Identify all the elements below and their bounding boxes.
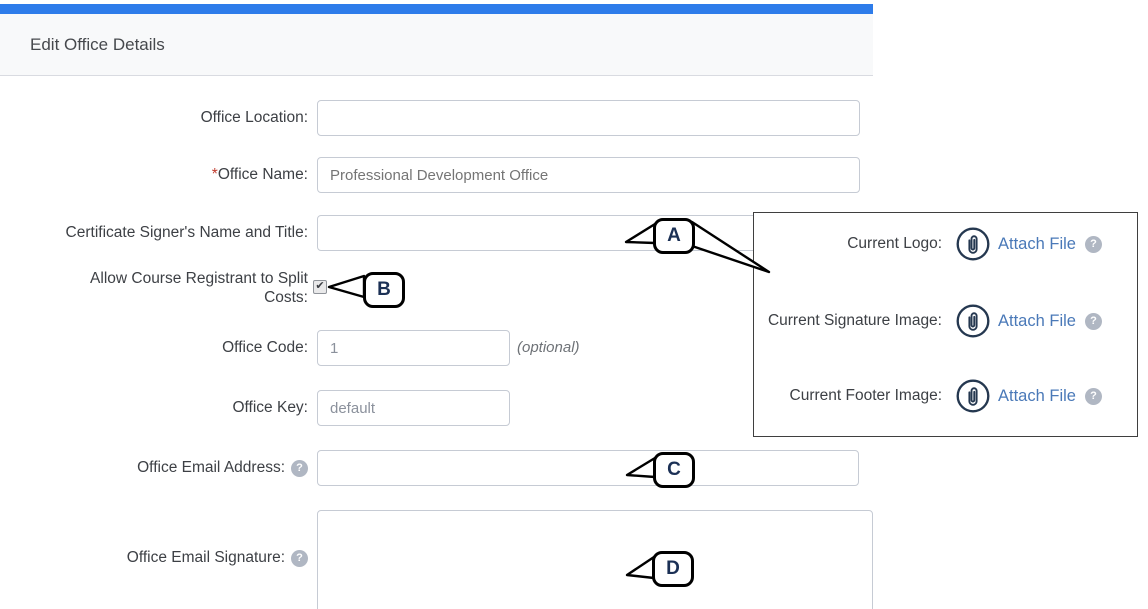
page-header: Edit Office Details [0, 14, 873, 76]
office-location-input[interactable] [317, 100, 860, 136]
checkmark-icon: ✔ [315, 280, 325, 292]
office-signature-textarea[interactable] [317, 510, 873, 609]
split-costs-label-line2: Costs: [264, 289, 308, 306]
paperclip-icon [956, 379, 990, 413]
office-signature-help-icon[interactable]: ? [291, 549, 308, 567]
attach-help-icon[interactable]: ? [1084, 235, 1102, 253]
attach-file-link[interactable]: Attach File [998, 386, 1076, 405]
callout-c: C [653, 452, 695, 488]
paperclip-icon [956, 227, 990, 261]
office-key-input[interactable] [317, 390, 510, 426]
attach-file-link[interactable]: Attach File [998, 234, 1076, 253]
callout-a: A [653, 218, 695, 254]
page-title: Edit Office Details [30, 34, 165, 54]
current-signature-label: Current Signature Image: [767, 312, 942, 329]
certificate-signer-label: Certificate Signer's Name and Title: [65, 224, 308, 241]
office-location-label: Office Location: [200, 109, 308, 126]
current-footer-row: Current Footer Image: Attach File ? [754, 373, 1137, 419]
current-logo-label: Current Logo: [847, 235, 942, 252]
required-asterisk: * [211, 166, 218, 183]
accent-top-bar [0, 4, 873, 14]
office-signature-label: Office Email Signature: ? [0, 549, 308, 567]
office-email-label: Office Email Address: ? [0, 459, 308, 477]
split-costs-checkbox[interactable]: ✔ [313, 280, 327, 294]
attach-help-icon[interactable]: ? [1084, 387, 1102, 405]
office-email-input[interactable] [317, 450, 859, 486]
attachments-panel: Current Logo: Attach File ? Current Sign… [753, 212, 1138, 437]
office-code-label: Office Code: [222, 339, 308, 356]
current-logo-row: Current Logo: Attach File ? [754, 221, 1137, 267]
split-costs-label-line1: Allow Course Registrant to Split [90, 270, 308, 287]
current-footer-label: Current Footer Image: [789, 387, 942, 404]
office-key-label: Office Key: [232, 399, 308, 416]
attach-file-link[interactable]: Attach File [998, 311, 1076, 330]
office-code-input[interactable] [317, 330, 510, 366]
callout-d: D [652, 551, 694, 587]
office-name-label: *Office Name: [211, 166, 308, 183]
office-name-input[interactable] [317, 157, 860, 193]
attach-help-icon[interactable]: ? [1084, 312, 1102, 330]
office-code-optional-hint: (optional) [517, 339, 580, 356]
paperclip-icon [956, 304, 990, 338]
current-signature-row: Current Signature Image: Attach File ? [754, 298, 1137, 344]
callout-b: B [363, 272, 405, 308]
office-email-help-icon[interactable]: ? [291, 459, 308, 477]
